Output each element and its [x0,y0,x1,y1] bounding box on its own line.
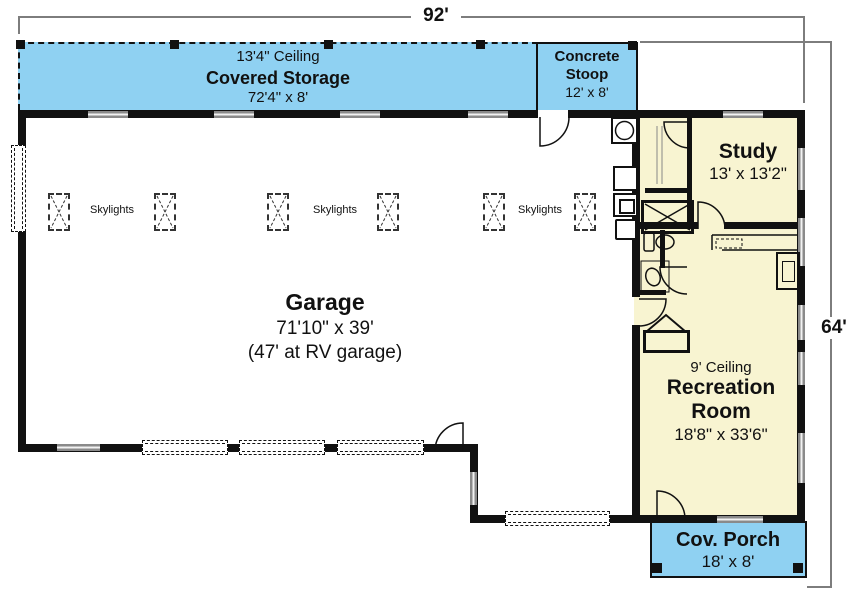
covered-storage-label: 13'4" Ceiling Covered Storage 72'4" x 8' [128,48,428,108]
window [798,148,805,190]
wall-bath-right [660,230,665,268]
skylight-icon [154,193,176,231]
post [324,40,333,49]
appliance-icon [613,193,638,217]
dimension-height-line [830,41,832,588]
post [170,40,179,49]
post [476,40,485,49]
window [798,305,805,340]
porch-post [652,563,662,573]
dimension-width-tick-left [18,16,20,34]
skylight-icon [574,193,596,231]
garage-label: Garage 71'10" x 39' (47' at RV garage) [165,288,485,364]
skylight-x [50,195,68,229]
concrete-stoop-label: Concrete Stoop 12' x 8' [537,48,637,101]
porch-post [793,563,803,573]
skylight-icon [48,193,70,231]
shower-icon [641,200,694,234]
window [723,111,763,118]
garage-door [337,440,424,455]
garage-size: 71'10" x 39' [276,317,374,339]
appliance-inner [619,199,635,214]
covered-porch-label: Cov. Porch 18' x 8' [653,528,803,572]
skylight-x [576,195,594,229]
skylight-x [269,195,287,229]
dimension-height-label: 64' [811,317,850,339]
wall-bottom-lower [470,515,805,523]
wall-divider-lower [632,325,640,515]
skylight-icon [483,193,505,231]
wall-top-right [568,110,805,118]
recreation-size: 18'8" x 33'6" [674,424,768,444]
skylights-label: Skylights [313,204,358,216]
recreation-room-label: 9' Ceiling Recreation Room 18'8" x 33'6" [638,359,804,444]
wall-closet-bottom [645,188,692,193]
wall-study-bottom-right [724,222,797,229]
fireplace-icon [643,330,690,353]
window [798,218,805,266]
skylights-label: Skylights [90,204,135,216]
garage-door [239,440,325,455]
dimension-width-tick-right [803,16,805,103]
dimension-height-top-line [640,41,832,43]
water-heater-icon [611,117,638,144]
cabinet-icon [776,252,800,290]
dimension-width-label: 92' [411,5,461,27]
rv-garage-door [11,145,26,232]
skylights-label: Skylights [518,204,563,216]
concrete-stoop-size: 12' x 8' [565,84,609,100]
dimension-height-tick-bottom [807,586,832,588]
skylight-icon [377,193,399,231]
window [88,111,128,118]
skylight-icon [267,193,289,231]
window [470,472,477,505]
wall-bath-bottom [638,290,666,295]
garage-note: (47' at RV garage) [247,341,403,363]
garage-door [505,511,610,526]
study-size: 13' x 13'2" [709,164,787,184]
window [798,352,805,385]
post [628,41,637,50]
window [57,444,100,451]
post [16,40,25,49]
wall-left [18,110,26,452]
skylight-x [156,195,174,229]
recreation-name-2: Room [691,400,751,424]
cabinet-inner [782,261,795,282]
covered-porch-size: 18' x 8' [701,552,755,571]
window [214,111,254,118]
covered-storage-ceiling: 13'4" Ceiling [236,48,320,65]
covered-storage-size: 72'4" x 8' [247,89,309,107]
window [798,433,805,483]
wall-closet-right [687,118,692,222]
concrete-stoop-name-1: Concrete [554,48,620,65]
concrete-stoop-name-2: Stoop [565,66,609,83]
window [717,516,763,523]
covered-porch-name: Cov. Porch [675,529,781,551]
concrete-stoop-area [536,42,638,110]
covered-storage-area [18,42,538,110]
skylight-x [379,195,397,229]
window [340,111,380,118]
study-label: Study 13' x 13'2" [698,139,798,185]
appliance-icon [615,219,637,240]
garage-name: Garage [285,289,365,315]
study-name: Study [718,140,778,163]
appliance-icon [613,166,638,191]
door-arc-stoop-entry [539,116,570,147]
wall-top-left [18,110,538,118]
skylight-x [485,195,503,229]
recreation-name-1: Recreation [666,376,776,400]
recreation-ceiling: 9' Ceiling [690,359,752,376]
covered-storage-name: Covered Storage [205,67,351,88]
window [468,111,508,118]
garage-door [142,440,228,455]
